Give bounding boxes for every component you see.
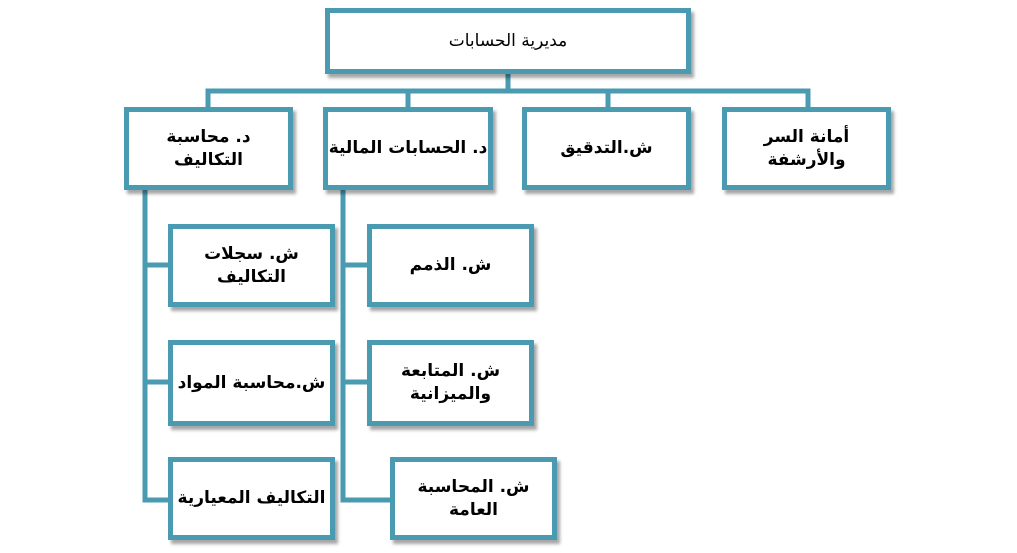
department-label: د. محاسبة التكاليف [166,126,251,170]
section-label: التكاليف المعيارية [177,488,326,509]
section-receivables: ش. الذمم [367,224,534,307]
department-secretariat: أمانة السر والأرشفة [722,107,891,190]
root-label: مديرية الحسابات [448,30,568,51]
root-node: مديرية الحسابات [325,8,691,74]
department-label: د. الحسابات المالية [328,138,488,159]
section-standard-costs: التكاليف المعيارية [168,457,335,540]
section-label: ش. المحاسبة العامة [417,476,530,520]
section-general-accounting: ش. المحاسبة العامة [390,457,557,540]
section-materials-accounting: ش.محاسبة المواد [168,340,335,426]
department-financial-accounts: د. الحسابات المالية [323,107,493,190]
section-follow-up-budget: ش. المتابعة والميزانية [367,340,534,426]
section-label: ش. المتابعة والميزانية [400,361,501,404]
section-label: ش. الذمم [409,255,492,276]
section-label: ش. سجلات التكاليف [204,243,299,287]
section-cost-records: ش. سجلات التكاليف [168,224,335,307]
department-label: ش.التدقيق [560,138,653,159]
section-label: ش.محاسبة المواد [177,372,326,393]
department-cost-accounting: د. محاسبة التكاليف [124,107,293,190]
department-audit: ش.التدقيق [522,107,691,190]
department-label: أمانة السر والأرشفة [763,126,850,170]
